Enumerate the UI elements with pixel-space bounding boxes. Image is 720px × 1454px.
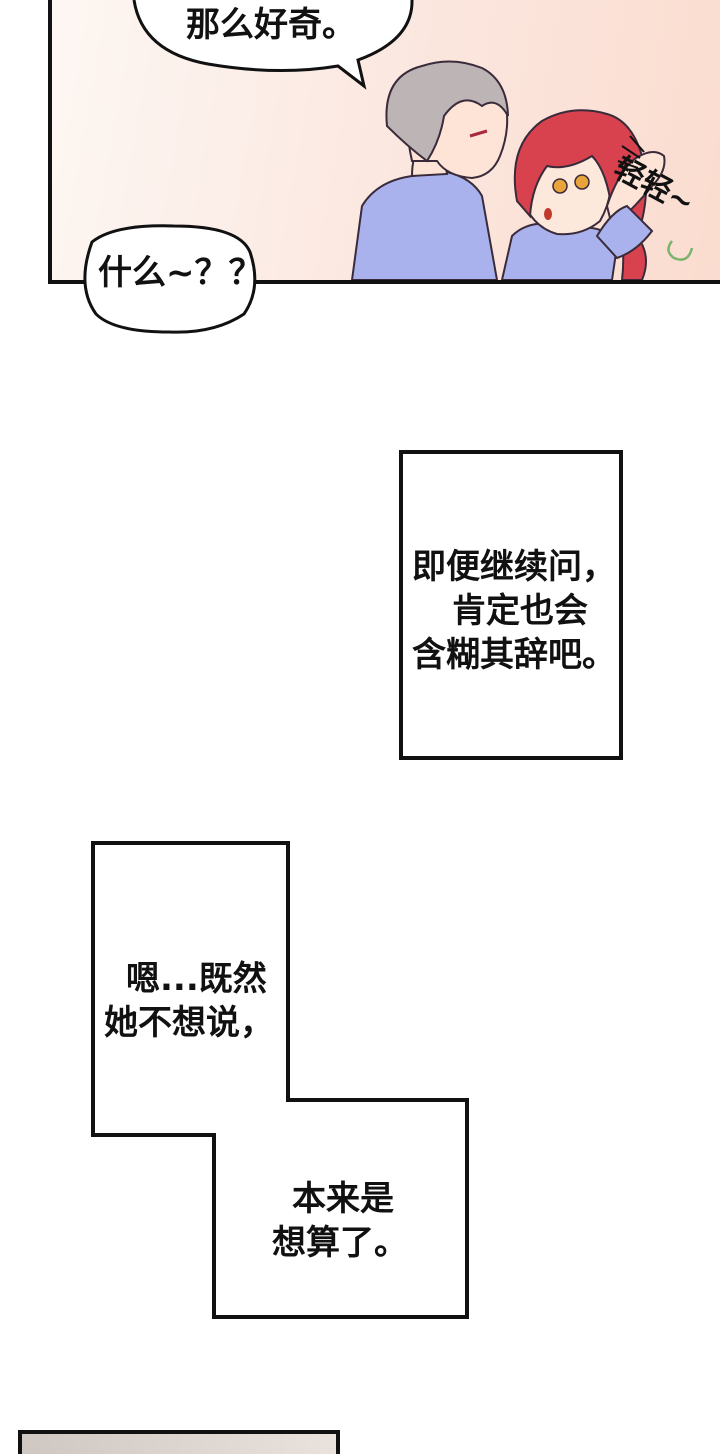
speech-bubble-top-text: 那么好奇。	[186, 5, 356, 45]
next-panel-edge	[18, 1430, 340, 1454]
narration-box-1	[399, 450, 623, 760]
characters-illustration	[350, 60, 694, 280]
narration-2-line-3: 本来是	[292, 1179, 394, 1219]
narration-1-line-3: 含糊其辞吧。	[412, 635, 616, 675]
narration-box-2	[91, 841, 469, 1319]
speech-bubble-mid-text: 什么~？？	[98, 253, 263, 293]
narration-2-line-4: 想算了。	[272, 1223, 408, 1263]
narration-2-line-2: 她不想说，	[104, 1003, 274, 1043]
narration-2-line-1: 嗯...既然	[126, 959, 267, 999]
speech-bubble-mid	[83, 224, 257, 334]
narration-1-line-1: 即便继续问，	[412, 547, 616, 587]
speech-bubble-top	[132, 0, 414, 90]
narration-1-line-2: 肯定也会	[452, 591, 588, 631]
